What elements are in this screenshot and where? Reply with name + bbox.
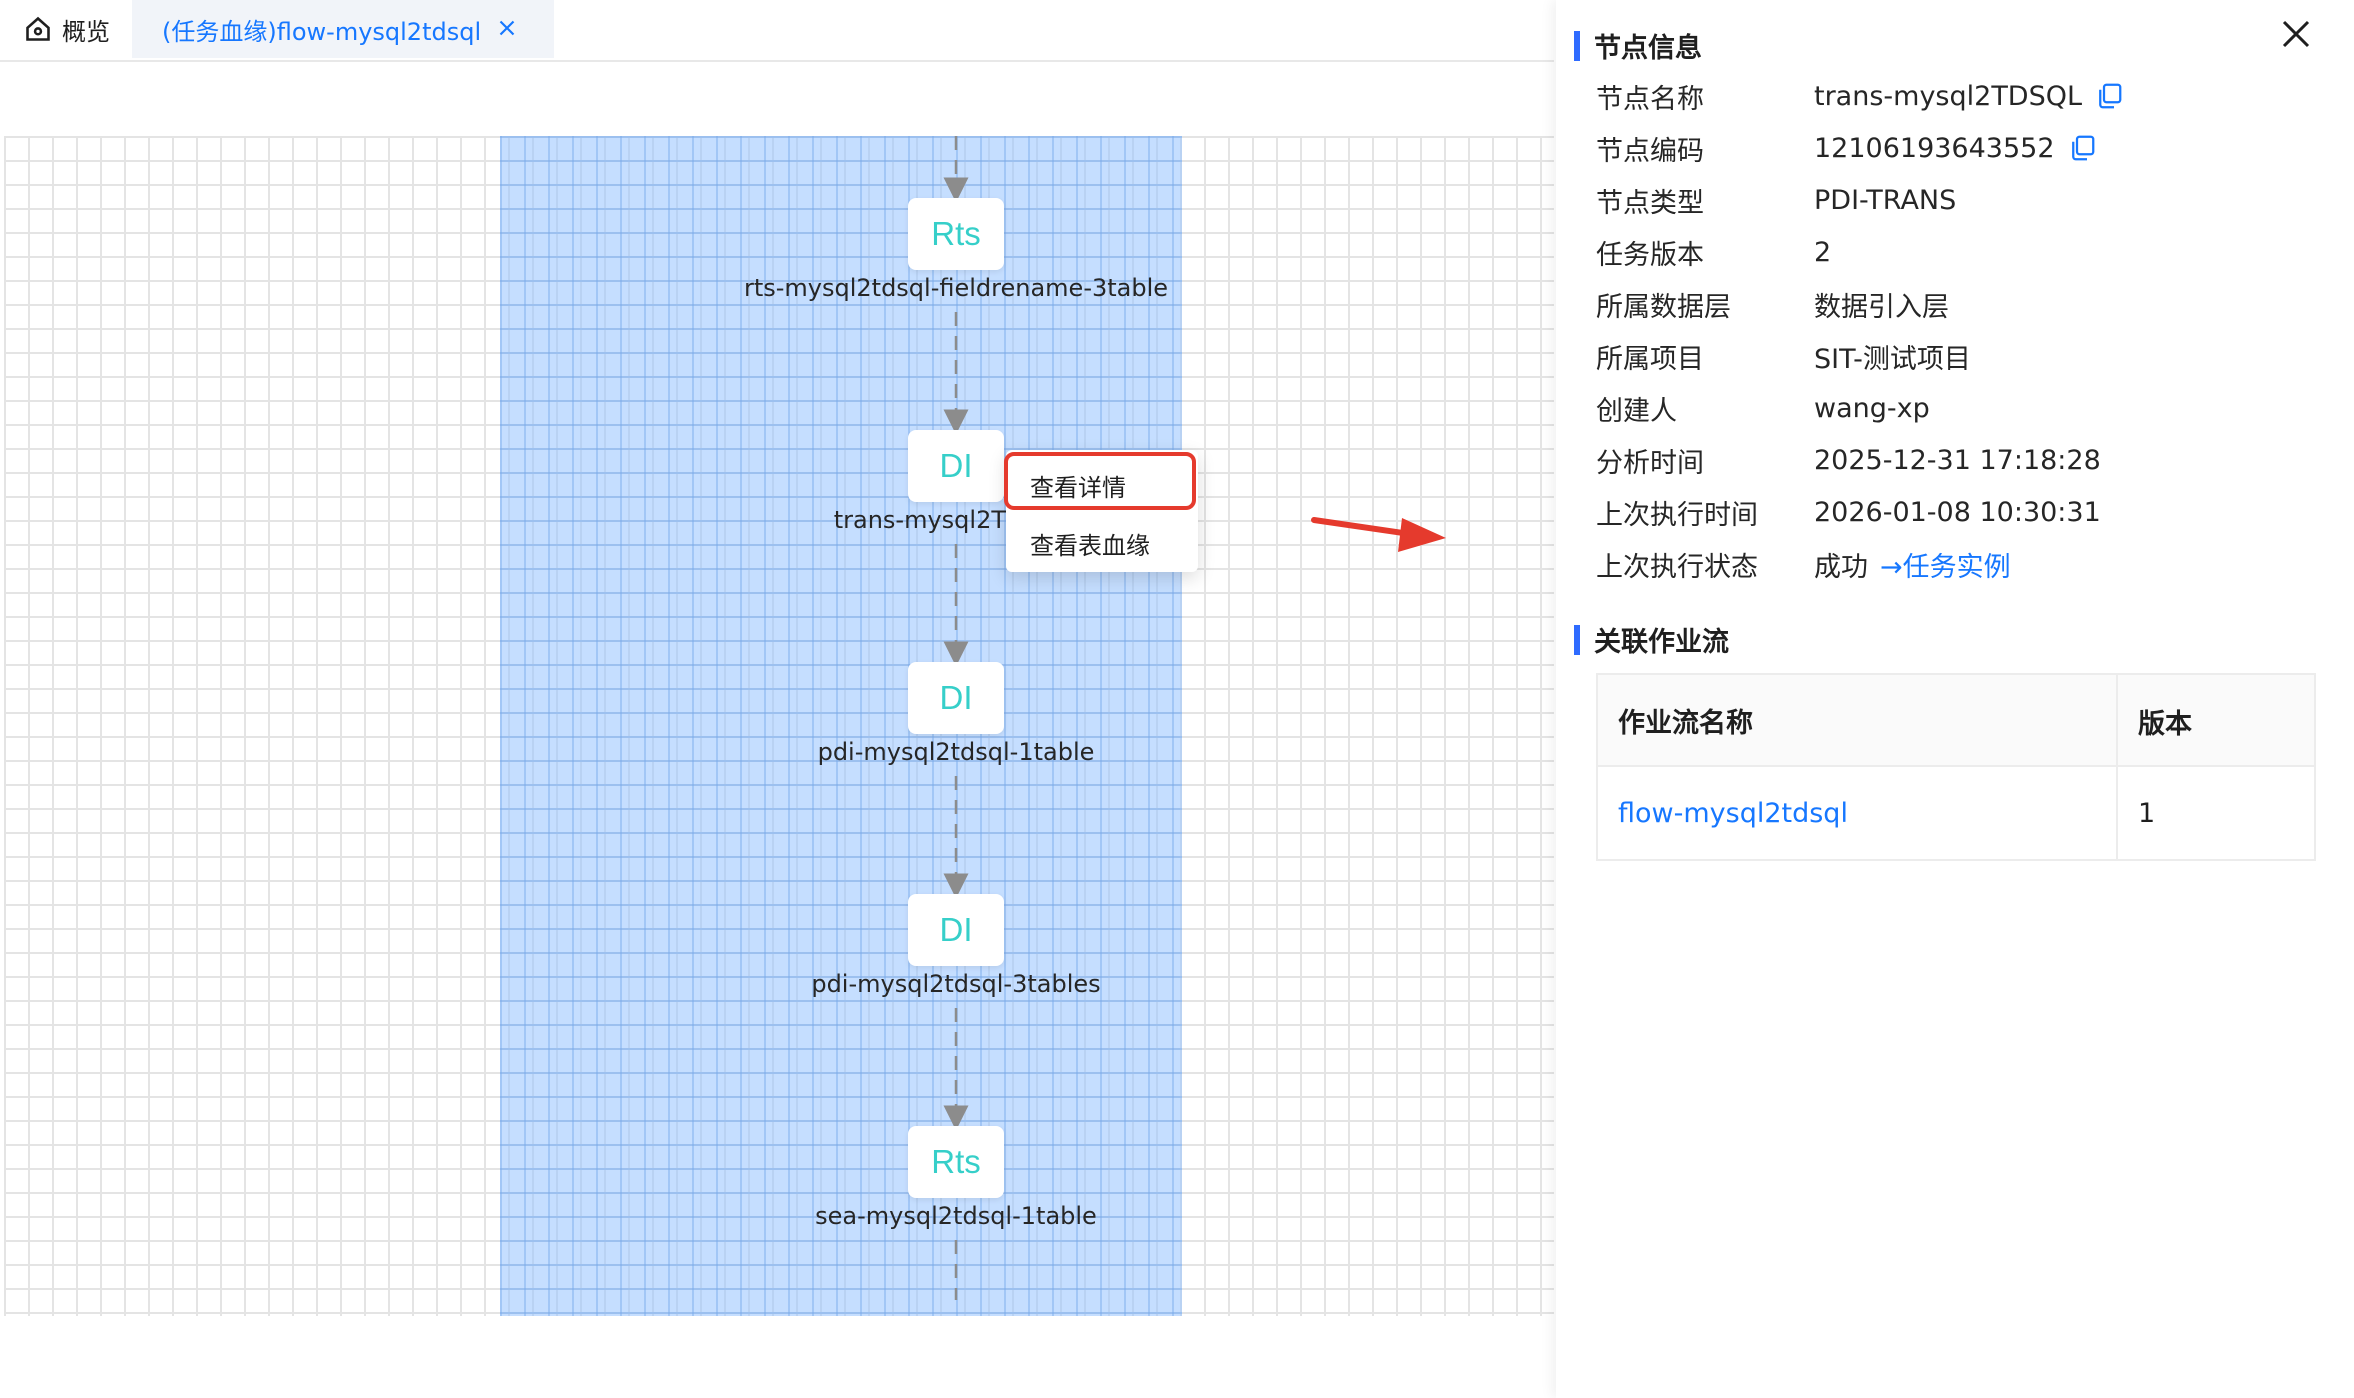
task-instance-link[interactable]: →任务实例 [1880, 551, 2011, 583]
menu-item-view-table-lineage[interactable]: 查看表血缘 [1030, 532, 1150, 560]
heading-accent-bar [1574, 30, 1580, 61]
graph-node-di[interactable]: DI [908, 662, 1004, 734]
info-row-last-run-time: 上次执行时间 2026-01-08 10:30:31 [1596, 492, 2101, 532]
tab-bar: 概览 (任务血缘)flow-mysql2tdsql [0, 0, 1554, 62]
graph-node-di[interactable]: DI [908, 430, 1004, 502]
table-row: flow-mysql2tdsql [1598, 767, 2116, 859]
status-value: 成功 [1814, 551, 1868, 583]
column-header-version-cell: 版本 [2118, 675, 2314, 767]
column-header-version: 版本 [2138, 708, 2192, 740]
column-header-flow-name: 作业流名称 [1618, 707, 1753, 739]
info-row-analysis-time: 分析时间 2025-12-31 17:18:28 [1596, 440, 2101, 480]
node-info-title: 节点信息 [1594, 33, 1702, 64]
tab-lineage-label: (任务血缘)flow-mysql2tdsql [162, 17, 482, 46]
table-header-row: 作业流名称 [1598, 675, 2314, 767]
context-menu: 查看详情 查看表血缘 [1006, 450, 1198, 572]
info-row-creator: 创建人 wang-xp [1596, 388, 1930, 428]
flow-name-link[interactable]: flow-mysql2tdsql [1618, 797, 1848, 829]
field-label: 上次执行时间 [1596, 499, 1758, 531]
lineage-edges [943, 136, 969, 1300]
field-label: 所属项目 [1596, 343, 1704, 375]
tab-home-label: 概览 [62, 17, 110, 46]
node-label: rts-mysql2tdsql-fieldrename-3table [743, 274, 1169, 302]
field-value: PDI-TRANS [1814, 184, 1957, 216]
version-value: 1 [2138, 797, 2156, 829]
field-value: 2 [1814, 236, 1832, 268]
field-value: 2026-01-08 10:30:31 [1814, 496, 2101, 528]
annotation-arrow-icon [1311, 517, 1446, 552]
heading-accent-bar [1574, 624, 1580, 655]
node-type: DI [939, 679, 973, 716]
menu-item-view-details[interactable]: 查看详情 [1030, 474, 1126, 502]
field-value: trans-mysql2TDSQL [1814, 80, 2083, 112]
node-label: trans-mysql2T [833, 506, 1006, 534]
related-flow-table: 作业流名称 版本 flow-mysql2tdsql 1 [1596, 673, 2316, 861]
field-label: 任务版本 [1596, 239, 1704, 271]
field-label: 节点编码 [1596, 135, 1704, 167]
copy-icon[interactable] [2067, 133, 2097, 163]
node-info-heading: 节点信息 [1574, 26, 1702, 65]
graph-node-rts[interactable]: Rts [908, 198, 1004, 270]
info-row-node-code: 节点编码 12106193643552 [1596, 128, 2097, 168]
copy-icon[interactable] [2094, 81, 2124, 111]
table-cell-version: 1 [2118, 767, 2314, 859]
info-row-project: 所属项目 SIT-测试项目 [1596, 336, 1971, 376]
info-row-node-name: 节点名称 trans-mysql2TDSQL [1596, 76, 2124, 116]
graph-node-di[interactable]: DI [908, 894, 1004, 966]
home-icon [26, 16, 50, 41]
node-label: sea-mysql2tdsql-1table [815, 1202, 1097, 1230]
panel-close-icon[interactable] [2278, 16, 2314, 52]
tab-lineage[interactable]: (任务血缘)flow-mysql2tdsql [132, 0, 554, 58]
field-label: 创建人 [1596, 395, 1677, 427]
related-flow-title: 关联作业流 [1594, 627, 1729, 658]
close-icon[interactable] [494, 15, 520, 41]
node-type: DI [939, 447, 973, 484]
info-row-node-type: 节点类型 PDI-TRANS [1596, 180, 1956, 220]
tab-home[interactable]: 概览 [24, 0, 110, 58]
info-row-data-layer: 所属数据层 数据引入层 [1596, 284, 1949, 324]
field-label: 分析时间 [1596, 447, 1704, 479]
field-label: 所属数据层 [1596, 291, 1731, 323]
node-type: DI [939, 911, 973, 948]
node-label: pdi-mysql2tdsql-3tables [811, 970, 1101, 998]
related-flow-heading: 关联作业流 [1574, 620, 1729, 659]
info-row-last-run-status: 上次执行状态 成功 →任务实例 [1596, 544, 2011, 584]
graph-node-rts[interactable]: Rts [908, 1126, 1004, 1198]
annotation-highlight-box [1004, 452, 1196, 510]
node-type: Rts [931, 215, 981, 252]
field-value: 2025-12-31 17:18:28 [1814, 444, 2101, 476]
node-type: Rts [931, 1143, 981, 1180]
column-divider [2116, 675, 2118, 859]
field-label: 节点名称 [1596, 83, 1704, 115]
field-value: SIT-测试项目 [1814, 343, 1971, 375]
node-label: pdi-mysql2tdsql-1table [817, 738, 1095, 766]
field-value: wang-xp [1814, 392, 1930, 424]
info-row-task-version: 任务版本 2 [1596, 232, 1831, 272]
field-label: 上次执行状态 [1596, 551, 1758, 583]
field-label: 节点类型 [1596, 187, 1704, 219]
field-value: 数据引入层 [1814, 291, 1949, 323]
field-value: 12106193643552 [1814, 132, 2055, 164]
selection-area [500, 136, 1182, 1316]
